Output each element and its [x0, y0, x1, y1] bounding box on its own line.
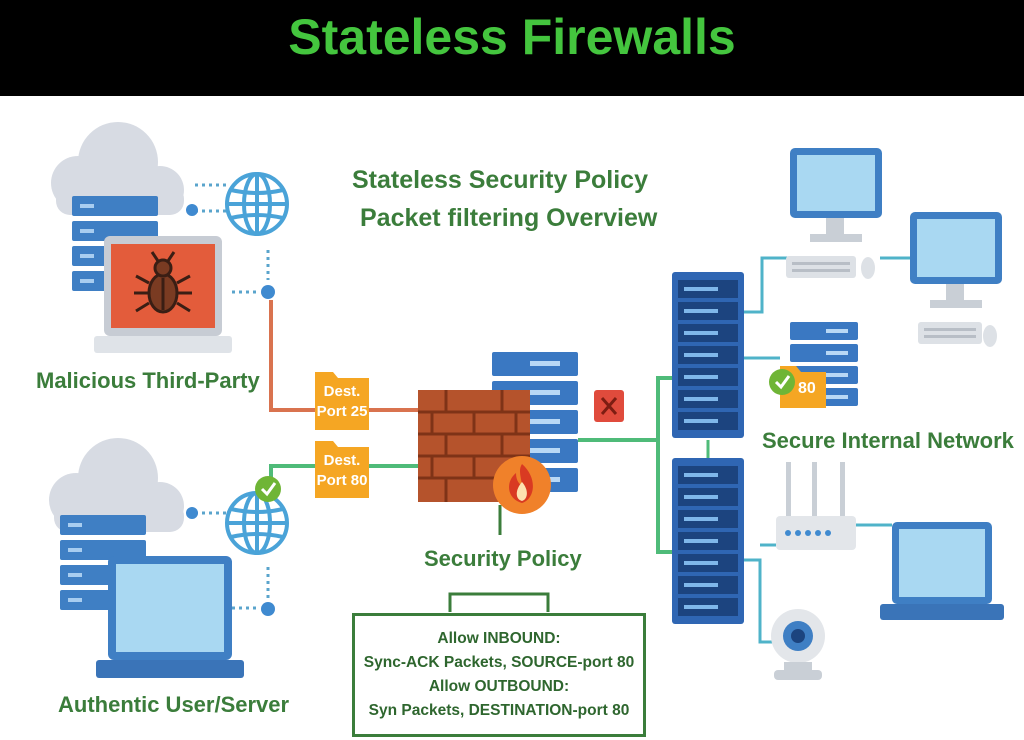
folder-badge: 80	[798, 380, 816, 397]
port-25-tag	[315, 372, 369, 430]
port-80-tag	[315, 441, 369, 498]
bug-icon	[134, 251, 192, 314]
dot-node	[261, 285, 275, 299]
dot-node	[186, 204, 198, 216]
router-icon	[776, 462, 856, 550]
authentic-label: Authentic User/Server	[58, 692, 290, 717]
policy-rules-box: Allow INBOUND: Sync-ACK Packets, SOURCE-…	[352, 613, 646, 737]
webcam-icon	[771, 609, 825, 680]
mouse-icon	[983, 325, 997, 347]
authentic-laptop-icon	[96, 556, 244, 678]
tag-line-1: Dest.	[323, 452, 361, 469]
authentic-cloud-icon	[49, 438, 184, 532]
title-bar	[0, 0, 1024, 96]
tag-line-2: Port 25	[316, 403, 368, 420]
port-25-tag-label: Dest. Port 25	[315, 382, 369, 422]
dot-node	[186, 507, 198, 519]
page-title: Stateless Firewalls	[288, 9, 736, 65]
monitor-icon	[790, 148, 882, 242]
policy-bracket	[448, 592, 550, 612]
internal-network-label: Secure Internal Network	[762, 428, 1014, 453]
port-80-tag-label: Dest. Port 80	[315, 451, 369, 491]
dot-node	[261, 602, 275, 616]
laptop-icon	[880, 522, 1004, 620]
diagram-heading: Stateless Security Policy	[352, 166, 648, 194]
tag-line-2: Port 80	[316, 472, 368, 489]
mouse-icon	[861, 257, 875, 279]
lan-link-bottom	[742, 558, 776, 644]
check-icon	[255, 476, 281, 502]
blocked-link	[269, 300, 420, 412]
tag-line-1: Dest.	[323, 383, 361, 400]
policy-rule-line: Syn Packets, DESTINATION-port 80	[368, 702, 630, 719]
core-server-rack-top	[672, 272, 744, 438]
connection-lines	[186, 183, 910, 644]
flame-icon	[493, 456, 551, 514]
keyboard-icon	[786, 256, 856, 278]
core-server-rack-bottom	[672, 458, 744, 624]
policy-rule-line: Allow OUTBOUND:	[428, 678, 570, 695]
lan-link-top	[742, 256, 790, 314]
policy-rule-line: Allow INBOUND:	[437, 630, 561, 647]
malicious-label: Malicious Third-Party	[36, 368, 260, 393]
globe-icon	[225, 491, 289, 555]
monitor-icon	[910, 212, 1002, 308]
close-icon	[594, 390, 624, 422]
globe-icon	[225, 172, 289, 236]
policy-rule-line: Sync-ACK Packets, SOURCE-port 80	[363, 654, 635, 671]
trunk-line	[656, 376, 672, 554]
diagram-subheading: Packet filtering Overview	[360, 204, 658, 232]
keyboard-icon	[918, 322, 982, 344]
check-icon	[769, 369, 795, 395]
malicious-laptop-icon	[94, 236, 232, 353]
security-policy-label: Security Policy	[424, 546, 582, 571]
